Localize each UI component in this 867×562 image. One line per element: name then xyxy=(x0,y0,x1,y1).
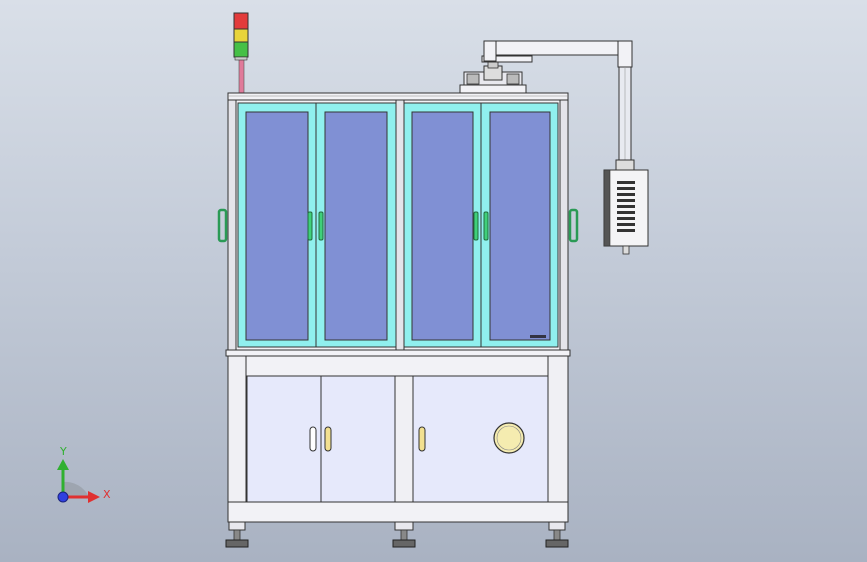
cabinet-door-3[interactable] xyxy=(412,375,549,503)
camera-mount xyxy=(459,55,533,94)
leveling-feet xyxy=(225,521,569,548)
signal-tower xyxy=(233,12,249,95)
glass-door-4[interactable] xyxy=(480,102,559,348)
glass-door-3[interactable] xyxy=(403,102,482,348)
triad-plane-icon xyxy=(63,481,89,497)
right-side-handle xyxy=(568,208,579,243)
cabinet-door-1[interactable] xyxy=(246,375,322,503)
cabinet-door-2[interactable] xyxy=(320,375,396,503)
signal-light-red xyxy=(233,12,249,30)
foot-middle xyxy=(392,521,416,548)
signal-light-yellow xyxy=(233,28,249,43)
access-port xyxy=(493,422,525,454)
glass-door-1[interactable] xyxy=(237,102,317,348)
glass-door-handles[interactable] xyxy=(307,211,489,241)
hanging-control-panel xyxy=(603,169,649,255)
foot-right xyxy=(545,521,569,548)
glass-door-2[interactable] xyxy=(315,102,397,348)
overhead-arm xyxy=(483,40,635,171)
top-plate xyxy=(227,92,569,101)
x-axis-label: X xyxy=(103,488,111,501)
signal-light-green xyxy=(233,41,249,58)
coordinate-triad[interactable]: Y X xyxy=(57,445,111,503)
left-side-handle xyxy=(217,208,228,243)
signal-tower-pole xyxy=(238,57,245,95)
foot-left xyxy=(225,521,249,548)
door-nameplate xyxy=(530,335,546,338)
y-axis-label: Y xyxy=(59,445,67,458)
panel-vent-slots xyxy=(617,181,635,232)
z-axis-dot xyxy=(57,491,69,503)
